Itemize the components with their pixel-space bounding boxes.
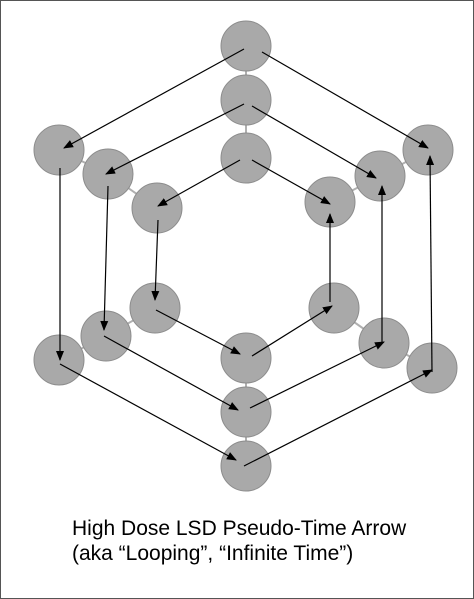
- middle-arrow-4: [103, 335, 239, 411]
- outer-node-1: [402, 124, 454, 176]
- middle-node-4: [80, 310, 132, 362]
- caption-line-2: (aka “Looping”, “Infinite Time”): [72, 542, 354, 565]
- inner-arrow-3: [251, 305, 333, 357]
- outer-arrow-4: [59, 363, 237, 461]
- inner-node-0: [220, 132, 272, 184]
- outer-arrow-1: [261, 51, 429, 149]
- middle-node-2: [358, 317, 410, 369]
- middle-arrow-5: [100, 185, 109, 331]
- middle-arrow-3: [249, 341, 385, 409]
- middle-node-1: [354, 150, 406, 202]
- arrows: [56, 48, 435, 467]
- outer-arrow-0: [63, 48, 245, 149]
- outer-node-0: [220, 20, 272, 72]
- outer-node-4: [33, 334, 85, 386]
- inner-arrow-0: [157, 159, 241, 207]
- inner-arrow-1: [251, 159, 331, 205]
- inner-node-5: [131, 182, 183, 234]
- outer-node-3: [220, 440, 272, 492]
- inner-arrow-4: [155, 309, 241, 355]
- middle-node-3: [220, 386, 272, 438]
- caption-line-1: High Dose LSD Pseudo-Time Arrow: [72, 517, 407, 540]
- outer-arrow-3: [243, 369, 433, 467]
- outer-node-5: [33, 124, 85, 176]
- inner-node-3: [220, 332, 272, 384]
- inner-node-2: [308, 282, 360, 334]
- nodes: [33, 20, 458, 492]
- middle-arrow-1: [251, 105, 377, 179]
- inner-node-4: [129, 282, 181, 334]
- middle-node-0: [220, 74, 272, 126]
- caption: High Dose LSD Pseudo-Time Arrow (aka “Lo…: [72, 516, 406, 566]
- outer-arrow-2: [426, 155, 435, 373]
- inner-arrow-5: [151, 219, 160, 301]
- middle-arrow-0: [105, 103, 245, 175]
